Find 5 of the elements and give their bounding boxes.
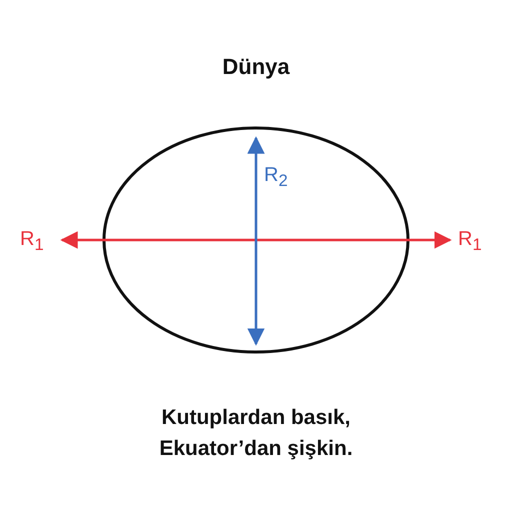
radius-label: R$_{1}$ — [458, 228, 482, 255]
diagram-title: Dünya — [221, 54, 291, 80]
caption: Kutuplardan basık, Ekuator’dan şişkin. — [158, 405, 354, 462]
radius-label: R$_{2}$ — [264, 164, 288, 191]
radius-label: R$_{1}$ — [20, 228, 44, 255]
